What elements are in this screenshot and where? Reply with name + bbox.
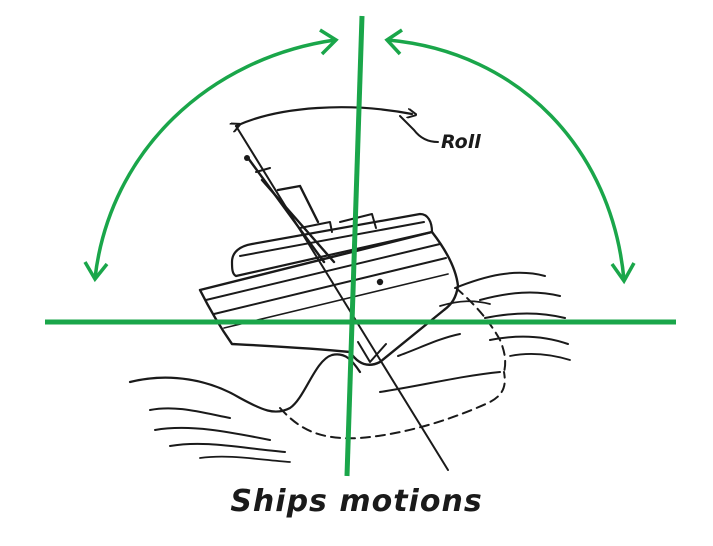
- right-roll-arrow: [387, 38, 626, 281]
- ship-superstructure: [230, 212, 434, 278]
- roll-arc: [236, 106, 412, 126]
- left-roll-arrow-head-top: [319, 28, 339, 56]
- diagram-caption: Ships motions: [230, 484, 483, 519]
- roll-leader: [399, 115, 439, 143]
- ship-hull: [198, 230, 507, 440]
- keel-arrow: [357, 341, 387, 363]
- left-roll-arrow: [93, 38, 336, 279]
- roll-label: Roll: [441, 131, 481, 153]
- vertical-axis: [344, 15, 365, 477]
- right-roll-arrow-head-bottom: [610, 262, 636, 285]
- left-roll-arrow-head-bottom: [83, 261, 109, 283]
- ship-mast: [244, 155, 384, 286]
- right-roll-arrow-head-top: [384, 28, 403, 56]
- ship-tilted-axis: [235, 125, 449, 471]
